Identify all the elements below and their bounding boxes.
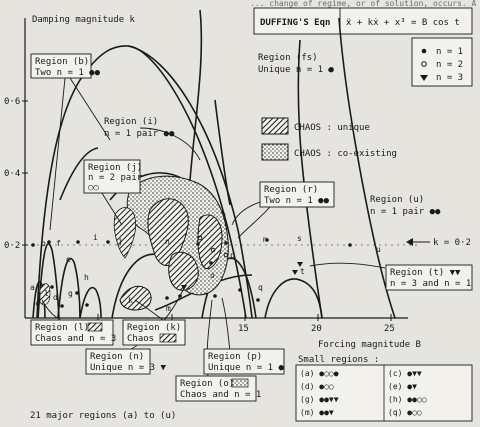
region-o-title: Region (o) (180, 379, 234, 389)
small-region-entry: (e) ●▼ (388, 382, 417, 391)
point-letter-g: g (68, 289, 73, 298)
small-region-entry: (h) ●●○○ (388, 395, 427, 404)
chaos-unique-swatch (261, 117, 289, 135)
x-tick-label: 25 (384, 324, 395, 334)
region-r-desc: Two n = 1 ●● (264, 196, 330, 206)
region-i-desc: n = 1 pair ●● (104, 129, 175, 139)
region-n-desc: Unique n = 3 ▼ (90, 363, 166, 373)
x-tick-label: 15 (238, 324, 249, 334)
solution-markers (31, 68, 352, 308)
region-b-callout: Region (b) Two n = 1 ●● (30, 53, 101, 79)
region-p-callout: Region (p) Unique n = 1 ● (203, 348, 285, 375)
small-region-entry: (a) ●○○● (300, 369, 339, 378)
point-letter-m: m (166, 304, 171, 313)
equation-box: DUFFING'S Eqn ẍ + kẋ + x³ = B cos t (253, 7, 473, 35)
point-letter-d: d (53, 293, 58, 302)
region-fs-desc: Unique n = 1 ● (258, 65, 334, 75)
region-i-title: Region (i) (104, 117, 158, 127)
point-letter-u: u (376, 245, 381, 254)
point-letter-s: s (297, 234, 302, 243)
region-r-callout: Region (r) Two n = 1 ●● (259, 181, 335, 208)
small-region-entry: (c) ●▼▼ (388, 369, 422, 378)
legend-n2: n = 2 (436, 60, 463, 70)
equation-title: DUFFING'S Eqn (260, 18, 330, 28)
x-tick-label: 20 (311, 324, 322, 334)
small-regions-title: Small regions : (298, 355, 379, 365)
small-region-entry: (g) ●●▼▼ (300, 395, 339, 404)
point-letter-t: t (300, 267, 305, 276)
y-tick-label: 0·4 (4, 169, 20, 179)
y-tick-label: 0·2 (4, 241, 20, 251)
region-p-desc: Unique n = 1 ● (208, 363, 284, 373)
y-axis-label: Damping magnitude k (32, 15, 136, 25)
chaos-coexisting-swatch (261, 143, 289, 161)
region-p-title: Region (p) (208, 352, 262, 362)
small-region-entry: (d) ●○○ (300, 382, 334, 391)
y-tick-label: 0·6 (4, 97, 20, 107)
region-j-title: Region (j) (88, 163, 142, 173)
region-o-desc: Chaos and n = 1 (180, 390, 261, 400)
point-letter-i: i (93, 233, 98, 242)
region-j-desc2: ○○ (88, 183, 99, 193)
x-axis-label: Forcing magnitude B (318, 340, 421, 350)
small-region-entry: (q) ●○○ (388, 408, 422, 417)
point-letter-e: e (66, 255, 71, 264)
region-fs-title: Region (fs) (258, 53, 318, 63)
equation-formula: ẍ + kẋ + x³ = B cos t (346, 18, 460, 28)
chaos-unique-label: CHAOS : unique (294, 123, 370, 133)
legend-n1: n = 1 (436, 47, 463, 57)
point-letter-b: b (41, 239, 46, 248)
small-regions-table: Small regions : (a) ●○○● (c) ●▼▼ (d) ●○○… (295, 355, 473, 422)
region-k-title: Region (k) (127, 323, 181, 333)
region-fs-label: Region (fs) Unique n = 1 ● (258, 53, 334, 75)
point-letter-a: a (30, 283, 35, 292)
point-letter-q: q (258, 283, 263, 292)
region-j-callout: Region (j) n = 2 pair ○○ (83, 159, 143, 194)
region-l-desc: Chaos and n = 3 (35, 334, 116, 344)
point-letter-p: p (230, 251, 235, 260)
point-letter-k: k (128, 296, 133, 305)
region-letters: a b c d e f g h i j k l m n o p q r s t … (30, 233, 381, 313)
region-l-callout: Region (l) Chaos and n = 3 (30, 319, 116, 346)
region-k-desc: Chaos (127, 334, 154, 344)
k-line-label: k = 0·2 (433, 238, 471, 248)
region-b-title: Region (b) (35, 57, 89, 67)
region-k-callout: Region (k) Chaos (122, 319, 186, 346)
region-n-title: Region (n) (90, 352, 144, 362)
point-letter-o: o (210, 271, 215, 280)
region-u-desc: n = 1 pair ●● (370, 207, 441, 217)
region-u-label: Region (u) n = 1 pair ●● (370, 195, 441, 217)
figure-footer: 21 major regions (a) to (u) (30, 411, 176, 421)
region-i-label: Region (i) n = 1 pair ●● (104, 117, 175, 139)
point-letter-r: r (262, 235, 267, 244)
point-letter-n: n (165, 237, 170, 246)
top-text-fragment: ... change of regime, or of solution, oc… (250, 0, 480, 8)
chaos-legend: CHAOS : unique CHAOS : co-existing (261, 117, 397, 161)
chaos-regions (39, 175, 229, 311)
small-region-entry: (m) ●●▼ (300, 408, 334, 417)
region-j-desc1: n = 2 pair (88, 173, 143, 183)
region-b-desc: Two n = 1 ●● (35, 68, 101, 78)
point-letter-h: h (84, 273, 89, 282)
region-t-title: Region (t) ▼▼ (390, 268, 461, 278)
region-t-desc: n = 3 and n = 1 (390, 279, 471, 289)
point-letter-j: j (118, 237, 123, 246)
chaos-coexisting-label: CHAOS : co-existing (294, 149, 397, 159)
point-letter-c: c (35, 299, 40, 308)
region-l-title: Region (l) (35, 323, 89, 333)
region-o-callout: Region (o) Chaos and n = 1 (175, 375, 261, 402)
n-legend: n = 1 n = 2 n = 3 (411, 37, 473, 87)
point-letter-l: l (44, 289, 49, 298)
region-u-title: Region (u) (370, 195, 424, 205)
legend-n3: n = 3 (436, 73, 463, 83)
point-letter-f: f (56, 239, 61, 248)
region-r-title: Region (r) (264, 185, 318, 195)
region-n-callout: Region (n) Unique n = 3 ▼ (85, 348, 166, 375)
region-t-callout: Region (t) ▼▼ n = 3 and n = 1 (385, 264, 473, 291)
